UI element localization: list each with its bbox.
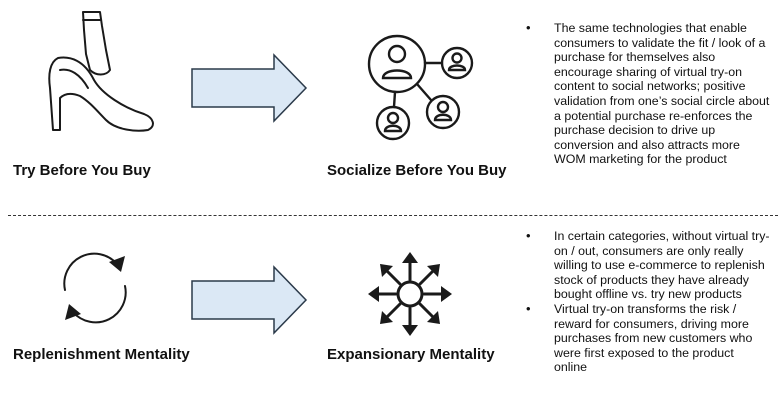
bullet-item: The same technologies that enable consum… xyxy=(520,21,770,167)
right-arrow xyxy=(191,53,308,123)
right-arrow xyxy=(191,265,308,335)
bullet-item: Virtual try-on transforms the risk / rew… xyxy=(520,302,770,375)
expansionary-mentality-label: Expansionary Mentality xyxy=(327,346,495,363)
row-try-before-you-buy: Try Before You Buy Soc xyxy=(0,0,782,214)
bullet-list-top: The same technologies that enable consum… xyxy=(520,21,770,167)
high-heel-shoe-icon xyxy=(48,11,154,132)
expand-arrows-icon xyxy=(368,252,452,336)
bullet-list-bottom: In certain categories, without virtual t… xyxy=(520,229,770,375)
socialize-before-you-buy-label: Socialize Before You Buy xyxy=(327,162,507,179)
social-network-icon xyxy=(367,34,474,141)
bullet-item: In certain categories, without virtual t… xyxy=(520,229,770,302)
row-replenishment: Replenishment Mentality Expansion xyxy=(0,218,782,410)
circular-arrows-icon xyxy=(63,252,127,324)
replenishment-mentality-label: Replenishment Mentality xyxy=(13,346,190,363)
try-before-you-buy-label: Try Before You Buy xyxy=(13,162,151,179)
dashed-divider xyxy=(8,215,778,216)
